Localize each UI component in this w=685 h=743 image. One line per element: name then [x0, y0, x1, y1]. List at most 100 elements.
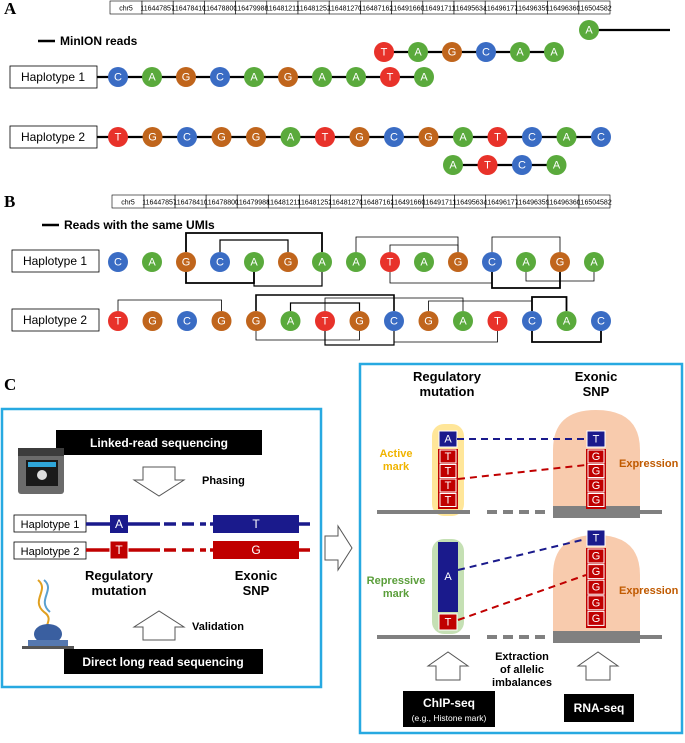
hap1-snp: T	[252, 517, 260, 531]
nucleotide-letter: A	[585, 25, 593, 37]
nucleotide-C	[210, 67, 230, 87]
nucleotide-A	[453, 311, 473, 331]
coord-text: 116478800	[203, 6, 238, 13]
nucleotide-letter: A	[352, 72, 360, 84]
nucleotide-letter: G	[424, 132, 433, 144]
nucleotide-letter: G	[284, 72, 293, 84]
nucleotide-letter: A	[287, 316, 295, 328]
nucleotide-A	[244, 252, 264, 272]
phasing-arrow	[132, 466, 186, 497]
nucleotide-letter: A	[420, 257, 428, 269]
coord-text: 116481252	[296, 6, 331, 13]
coord-text: 116496177	[484, 200, 519, 207]
hap2-label-b: Haplotype 2	[23, 313, 87, 327]
umi-link	[531, 331, 602, 343]
nucleotide-letter: A	[563, 316, 571, 328]
nucleotide-C	[591, 127, 611, 147]
nucleotide-G	[211, 311, 232, 331]
transition-arrow	[324, 524, 353, 572]
nucleotide-letter: A	[148, 257, 156, 269]
nucleotide-C	[177, 127, 197, 147]
nucleotide-letter: C	[114, 72, 122, 84]
linked-read-box	[56, 430, 262, 455]
nucleotide-G	[550, 252, 570, 272]
phasing-label: Phasing	[202, 475, 245, 487]
coord-text: 116478410	[172, 6, 207, 13]
coord-text: 116491660	[391, 200, 426, 207]
umi-link	[355, 236, 459, 252]
coord-text: 116496360	[546, 6, 581, 13]
nucleotide-letter: A	[563, 132, 571, 144]
nucleotide-letter: G	[148, 132, 157, 144]
nucleotide-letter: C	[597, 316, 605, 328]
nucleotide-A	[443, 155, 463, 175]
umi-link	[531, 296, 568, 311]
nucleotide-letter: T	[381, 47, 388, 59]
nucleotide-T	[108, 127, 128, 147]
nucleotide-letter: C	[488, 257, 496, 269]
nucleotide-T	[380, 252, 400, 272]
nucleotide-A	[414, 252, 434, 272]
nucleotide-letter: C	[114, 257, 122, 269]
nucleotide-letter: C	[183, 132, 191, 144]
nucleotide-A	[280, 127, 301, 147]
coord-text: 116478410	[173, 200, 208, 207]
umi-link	[255, 294, 395, 311]
hap1-allele-box	[110, 515, 128, 533]
allele-letter: G	[592, 613, 601, 625]
umi-link	[185, 232, 323, 252]
coord-text: 116447857	[140, 6, 175, 13]
hap1-label-b: Haplotype 1	[23, 254, 87, 268]
nucleotide-T	[380, 67, 400, 87]
nucleotide-letter: G	[252, 316, 261, 328]
nucleotide-G	[278, 67, 298, 87]
coord-text: 116491660	[390, 6, 425, 13]
nucleotide-T	[315, 127, 335, 147]
coord-text: 116487162	[360, 200, 395, 207]
nucleotide-letter: G	[454, 257, 463, 269]
coord-cell	[578, 194, 611, 209]
nucleotide-letter: C	[390, 132, 398, 144]
allele-box	[587, 564, 605, 580]
nucleotide-G	[448, 252, 468, 272]
coord-text: 116495634	[453, 200, 488, 207]
hap2-label-c: Haplotype 2	[21, 546, 80, 558]
coord-text: 116495634	[452, 6, 487, 13]
coord-text: 116496359	[515, 200, 550, 207]
nucleotide-A	[579, 20, 599, 40]
allele-box	[586, 529, 606, 547]
panel-a-letter: A	[4, 0, 17, 18]
validation-label: Validation	[192, 621, 244, 633]
coord-text: 116479988	[235, 200, 270, 207]
allele-letter: G	[592, 566, 601, 578]
hap2-allele: T	[115, 543, 123, 557]
nucleotide-C	[210, 252, 230, 272]
allele-letter: T	[445, 451, 452, 463]
nucleotide-G	[278, 252, 298, 272]
nucleotide-G	[442, 42, 462, 62]
nucleotide-letter: C	[528, 132, 536, 144]
allele-box	[587, 595, 605, 611]
rnaseq-label: RNA-seq	[574, 701, 625, 715]
coord-text: 116491711	[421, 6, 455, 13]
nucleotide-letter: G	[217, 316, 226, 328]
coord-text: 116496177	[484, 6, 519, 13]
hap1-label-a: Haplotype 1	[21, 70, 85, 84]
nucleotide-A	[453, 127, 473, 147]
allele-letter: T	[593, 434, 600, 446]
nucleotide-letter: T	[387, 72, 394, 84]
nucleotide-A	[408, 42, 428, 62]
nucleotide-letter: G	[424, 316, 433, 328]
nucleotide-A	[556, 127, 577, 147]
nucleotide-letter: A	[287, 132, 295, 144]
nucleotide-letter: C	[597, 132, 605, 144]
nucleotide-letter: T	[494, 132, 501, 144]
nucleotide-letter: A	[352, 257, 360, 269]
allele-box	[439, 478, 457, 493]
nucleotide-letter: A	[553, 160, 561, 172]
